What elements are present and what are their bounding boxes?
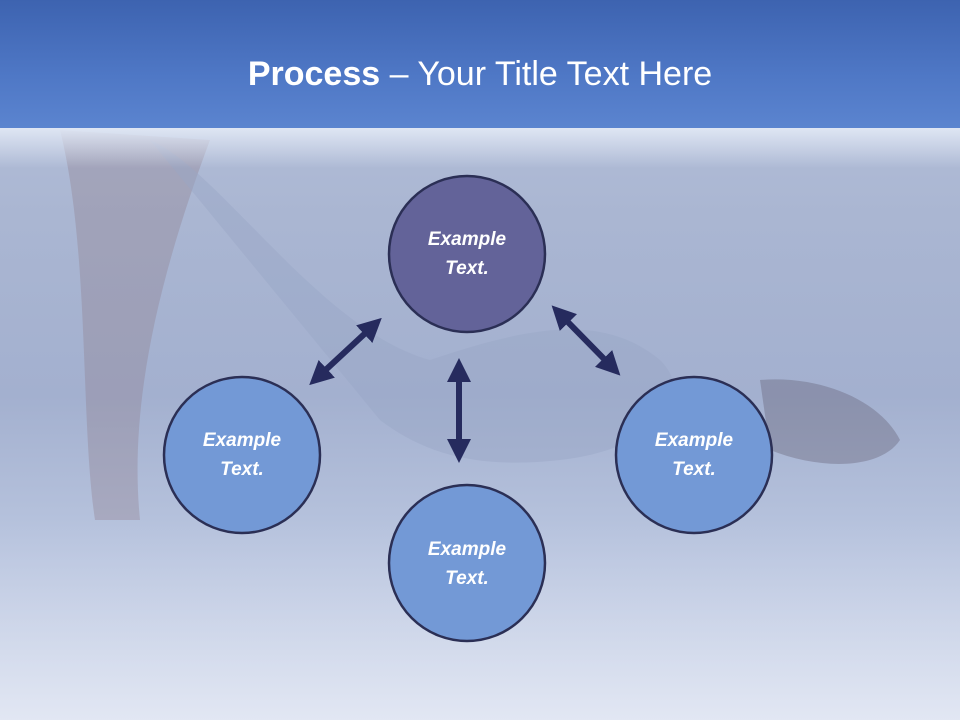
title-bar [0,0,960,128]
arrow-top-right [551,305,621,376]
node-label-right-line2: Text. [672,459,716,480]
node-label-left-line2: Text. [220,459,264,480]
node-circle-top[interactable] [387,174,547,334]
node-label-left: Example Text. [167,426,317,484]
node-label-bottom: Example Text. [392,535,542,593]
node-circle-right[interactable] [614,375,774,535]
title-bold-part: Process [247,55,381,93]
node-circle-bottom[interactable] [387,483,547,643]
node-label-bottom-line1: Example [427,539,507,560]
node-circle-left[interactable] [162,375,322,535]
arrow-top-left [309,317,382,386]
title-bar-fade [0,128,960,168]
node-label-top: Example Text. [392,225,542,283]
node-label-right: Example Text. [619,426,769,484]
title-rest-part: – Your Title Text Here [380,55,713,93]
node-label-left-line1: Example [202,430,282,451]
node-label-bottom-line2: Text. [445,568,489,589]
node-label-top-line2: Text. [445,258,489,279]
node-label-top-line1: Example [427,229,507,250]
slide-title: Process – Your Title Text Here [0,52,960,96]
node-label-right-line1: Example [654,430,734,451]
